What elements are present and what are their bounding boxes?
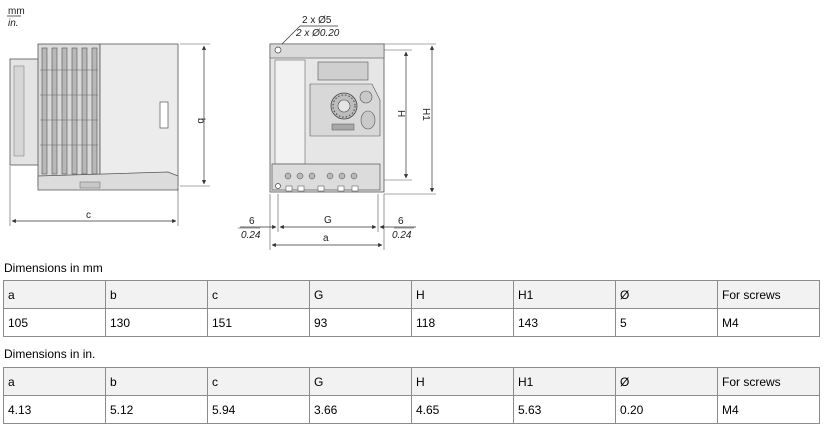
in-header-cell: c [207,367,310,396]
side-label-slot [159,101,169,129]
in-header-cell: Ø [615,367,718,396]
right-offset-in: 0.24 [392,230,412,241]
mm-section-title: Dimensions in mm [4,261,103,275]
dim-b-label: b [195,118,206,124]
mm-header-cell: H1 [513,280,616,309]
mm-header-row: a b c G H H1 Ø For screws [3,280,820,309]
in-value-cell: 5.94 [207,395,310,424]
mm-header-cell: G [309,280,412,309]
mm-value-cell: 151 [207,308,310,337]
mm-value-cell: 5 [615,308,718,337]
in-value-cell: 4.65 [411,395,514,424]
mm-header-cell: c [207,280,310,309]
in-dimensions-table: a b c G H H1 Ø For screws 4.13 5.12 5.94… [3,367,820,424]
in-header-cell: H [411,367,514,396]
in-header-cell: H1 [513,367,616,396]
dim-right-offset: 6 0.24 [379,216,416,241]
mm-header-cell: For screws [717,280,820,309]
dim-a: a [269,194,385,250]
dim-g-label: G [324,215,332,226]
dim-h-label: H [395,110,406,117]
unit-in-label: in. [8,18,19,29]
mm-value-cell: 130 [105,308,208,337]
in-section-title: Dimensions in in. [4,347,96,361]
dim-h1: H1 [384,43,436,195]
in-header-row: a b c G H H1 Ø For screws [3,367,820,396]
hole-in-label: 2 x Ø0.20 [295,28,340,39]
mm-header-cell: Ø [615,280,718,309]
mm-value-cell: 143 [513,308,616,337]
unit-mm-label: mm [8,6,25,17]
dim-c: c [9,166,179,226]
in-header-cell: For screws [717,367,820,396]
in-value-cell: 5.63 [513,395,616,424]
dim-h1-label: H1 [420,108,431,121]
in-value-cell: 0.20 [615,395,718,424]
mm-header-cell: a [3,280,106,309]
mm-header-cell: H [411,280,514,309]
dimension-drawing: mm in. b [7,6,436,250]
dim-a-label: a [323,233,329,244]
right-offset-mm: 6 [398,216,404,227]
mm-dimensions-table: a b c G H H1 Ø For screws 105 130 151 93… [3,280,820,337]
left-offset-in: 0.24 [241,230,261,241]
dim-h: H [384,49,412,181]
in-header-cell: a [3,367,106,396]
mm-value-cell: 118 [411,308,514,337]
in-value-cell: 4.13 [3,395,106,424]
dim-g: G [277,194,379,232]
in-value-cell: M4 [717,395,820,424]
front-view [269,43,385,193]
hole-callout: 2 x Ø5 2 x Ø0.20 [281,15,340,45]
in-value-cell: 3.66 [309,395,412,424]
side-heatsink [37,43,101,187]
hole-mm-label: 2 x Ø5 [302,15,332,26]
mm-header-cell: b [105,280,208,309]
in-value-cell: 5.12 [105,395,208,424]
mounting-hole-top-icon [274,46,282,54]
mounting-hole-bottom-icon [275,183,281,189]
side-view [9,43,179,191]
mm-value-cell: 105 [3,308,106,337]
dim-left-offset: 6 0.24 [238,216,277,241]
left-offset-mm: 6 [249,216,255,227]
mm-value-cell: 93 [309,308,412,337]
in-header-cell: b [105,367,208,396]
front-display [317,61,369,81]
mm-value-cell: M4 [717,308,820,337]
in-value-row: 4.13 5.12 5.94 3.66 4.65 5.63 0.20 M4 [3,395,820,424]
mm-value-row: 105 130 151 93 118 143 5 M4 [3,308,820,337]
dim-c-label: c [86,210,91,221]
dim-b: b [180,43,210,187]
in-header-cell: G [309,367,412,396]
